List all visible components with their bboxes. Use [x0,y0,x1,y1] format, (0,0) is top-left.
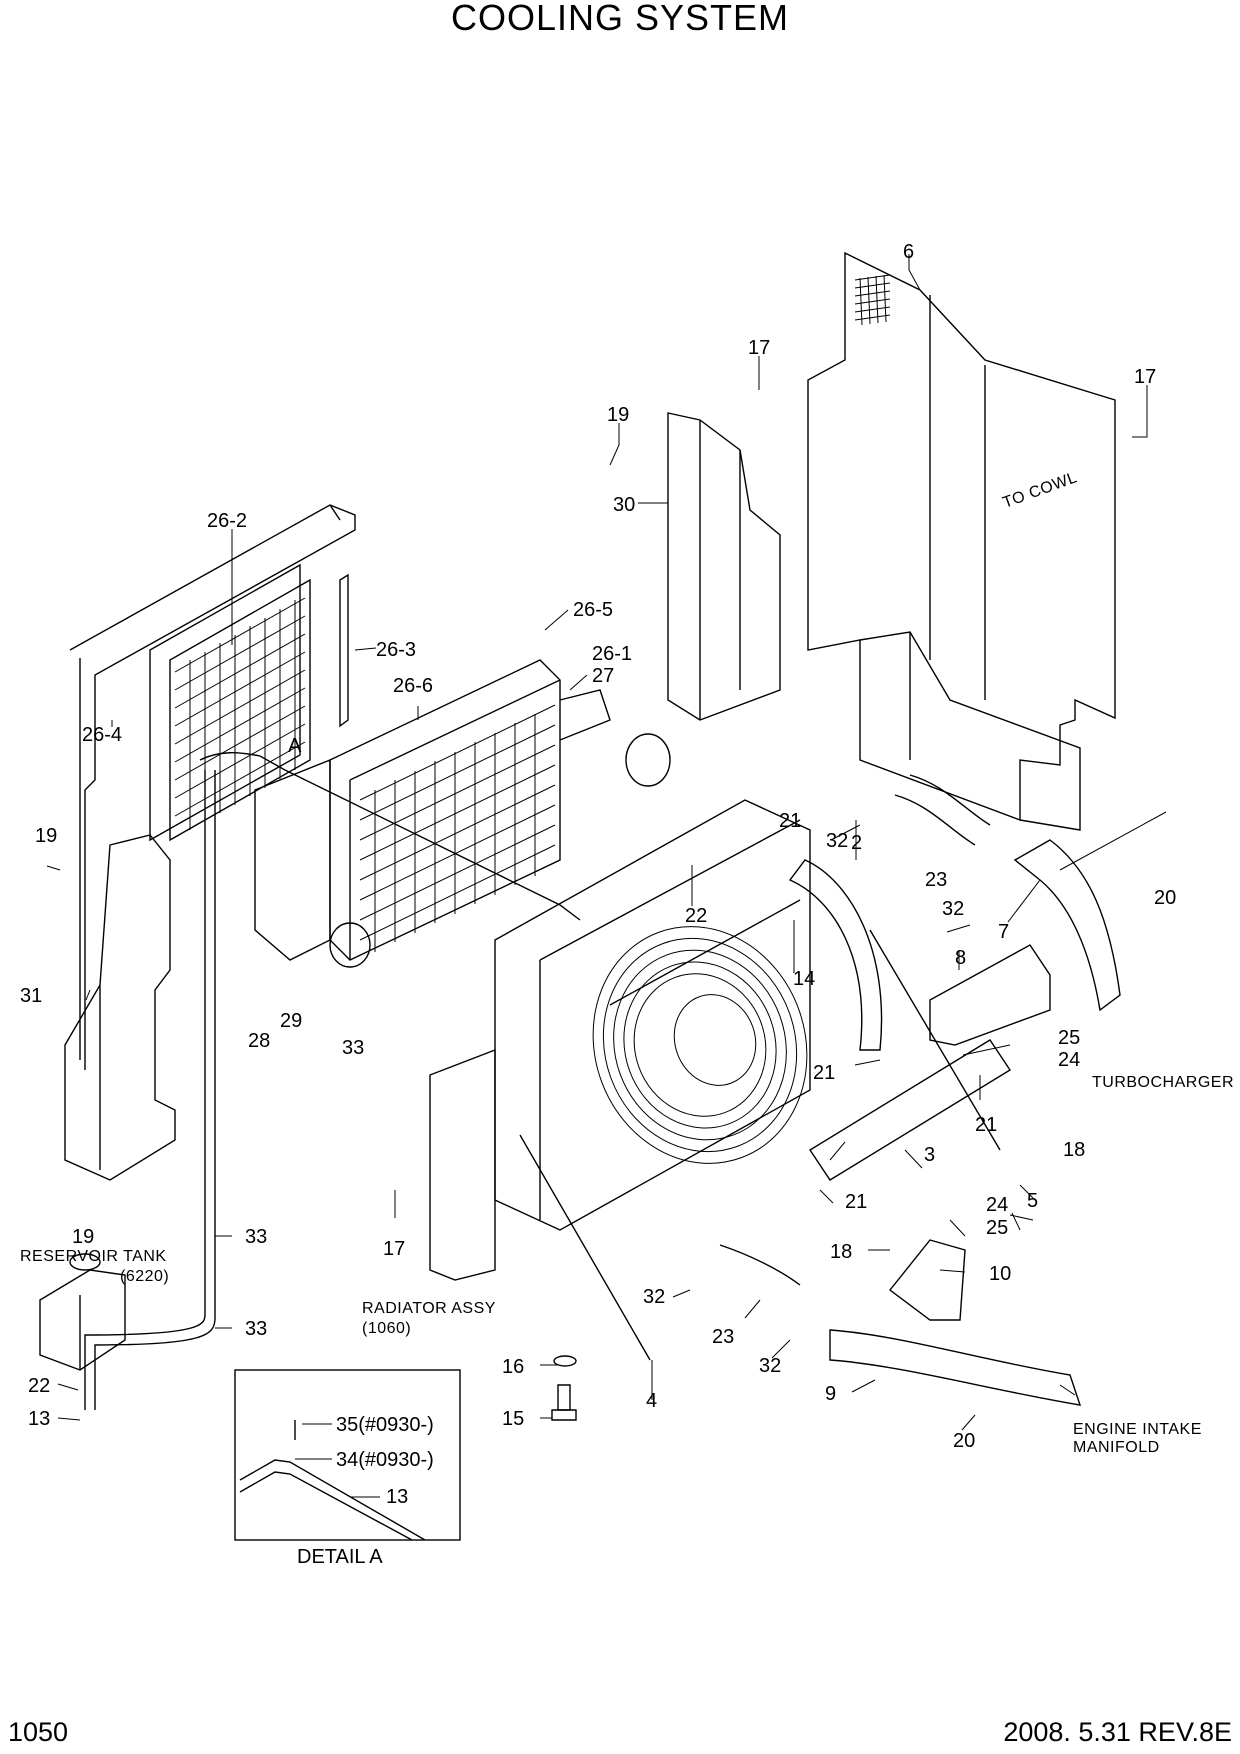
label-radiator-assy: RADIATOR ASSY [362,1300,496,1317]
reservoir-tank [39,1253,126,1371]
label-reservoir-tank-ref: (6220) [120,1268,169,1285]
intercooler-core [359,704,556,952]
callout-21: 21 [975,1114,997,1136]
callout-29: 29 [280,1010,302,1032]
callout-19: 19 [607,404,629,426]
detail-callout-13: 13 [386,1486,408,1508]
callout-26-2: 26-2 [207,510,247,532]
air-duct-31 [64,834,176,1181]
label-turbocharger: TURBOCHARGER [1092,1074,1234,1091]
callout-2: 2 [851,832,862,854]
bolt-15 [551,1355,577,1421]
callout-17: 17 [748,337,770,359]
air-duct-30 [667,412,781,721]
callout-5: 5 [1027,1190,1038,1212]
callout-21: 21 [779,810,801,832]
cover-panel-grille [854,274,891,326]
callout-20: 20 [953,1430,975,1452]
callout-31: 31 [20,985,42,1007]
callout-26-1: 26-1 [592,643,632,665]
callout-32: 32 [759,1355,781,1377]
detail-a-labels: 35(#0930-) 34(#0930-) 13 DETAIL A [297,1414,434,1568]
callout-26-5: 26-5 [573,599,613,621]
callout-7: 7 [998,921,1009,943]
callout-33: 33 [245,1226,267,1248]
callout-14: 14 [793,968,815,990]
callout-24: 24 [1058,1049,1080,1071]
radiator-fan-shroud [592,926,808,1164]
callout-10: 10 [989,1263,1011,1285]
callout-25: 25 [1058,1027,1080,1049]
bracket-10 [889,1239,966,1321]
callout-24: 24 [986,1194,1008,1216]
detail-callout-34: 34(#0930-) [336,1449,434,1471]
detail-marker-a: A [288,735,302,757]
callout-20: 20 [1154,887,1176,909]
intercooler-26-1 [254,659,671,968]
callout-27: 27 [592,665,614,687]
callout-16: 16 [502,1356,524,1378]
condenser-frame-26-2 [69,504,356,1070]
callout-26-3: 26-3 [376,639,416,661]
label-to-cowl: TO COWL [1001,469,1080,512]
callout-9: 9 [825,1383,836,1405]
callout-21: 21 [845,1191,867,1213]
callout-32: 32 [942,898,964,920]
revision-date: 2008. 5.31 REV.8E [1003,1717,1232,1747]
callout-17: 17 [1134,366,1156,388]
label-radiator-assy-ref: (1060) [362,1320,411,1337]
callout-26-4: 26-4 [82,724,122,746]
callout-15: 15 [502,1408,524,1430]
callout-19: 19 [35,825,57,847]
label-reservoir-tank: RESERVOIR TANK [20,1248,167,1265]
detail-a-caption: DETAIL A [297,1546,383,1568]
callout-23: 23 [712,1326,734,1348]
detail-callout-35: 35(#0930-) [336,1414,434,1436]
callout-3: 3 [924,1144,935,1166]
callout-22: 22 [685,905,707,927]
callout-4: 4 [646,1390,657,1412]
label-engine-intake: ENGINE INTAKE [1073,1421,1202,1438]
condenser-fins [174,597,306,830]
label-manifold: MANIFOLD [1073,1439,1160,1456]
bracket-8 [929,944,1051,1046]
callout-32: 32 [826,830,848,852]
callout-19: 19 [72,1226,94,1248]
callout-33: 33 [245,1318,267,1340]
callout-18: 18 [830,1241,852,1263]
callout-33: 33 [342,1037,364,1059]
callout-30: 30 [613,494,635,516]
page-number: 1050 [8,1717,69,1747]
page-title: COOLING SYSTEM [450,0,790,38]
cover-panel-6 [807,251,1116,831]
callout-21: 21 [813,1062,835,1084]
radiator-assembly [429,799,811,1281]
callout-28: 28 [248,1030,270,1052]
hoses-and-pipes [84,752,1121,1410]
callout-8: 8 [955,947,966,969]
callout-6: 6 [903,241,914,263]
callout-26-6: 26-6 [393,675,433,697]
callout-22: 22 [28,1375,50,1397]
callout-13: 13 [28,1408,50,1430]
callout-25: 25 [986,1217,1008,1239]
callout-18: 18 [1063,1139,1085,1161]
detail-a-frame [234,1369,461,1541]
bracket-26-3 [339,573,349,728]
callout-23: 23 [925,869,947,891]
leader-lines [46,254,1167,1498]
callout-32: 32 [643,1286,665,1308]
callout-labels: 6 17 17 19 30 26-2 26-5 26-3 26-1 27 26-… [20,241,1234,1452]
text-notes: TO COWL RESERVOIR TANK (6220) RADIATOR A… [20,469,1202,1456]
callout-17: 17 [383,1238,405,1260]
